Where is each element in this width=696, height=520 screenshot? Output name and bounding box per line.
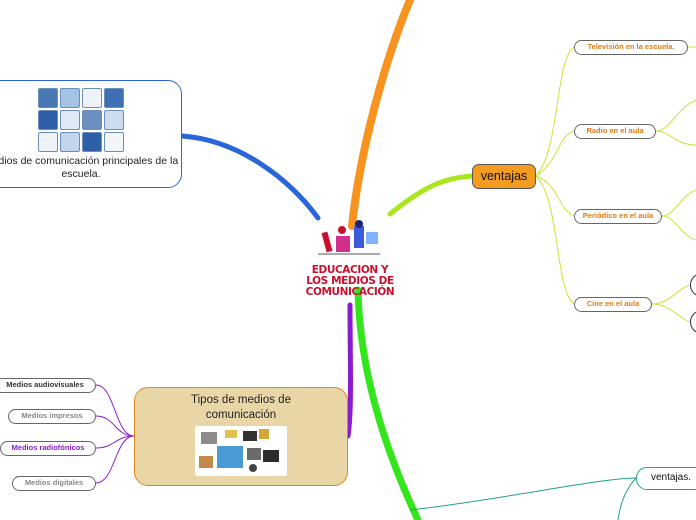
media-collage-icon: [199, 429, 279, 472]
branch-orange-top: [348, 0, 414, 230]
headphones-icon: [104, 110, 124, 130]
ventaja-item-television[interactable]: Televisión en la escuela.: [574, 40, 688, 55]
medios-principales-node[interactable]: Medios de comunicación principales de la…: [0, 80, 182, 188]
tipo-item-impresos[interactable]: Medios impresos: [8, 409, 96, 424]
ventaja-item-radio[interactable]: Radio en el aula: [574, 124, 656, 139]
branch-green: [354, 286, 422, 520]
satellite-icon: [104, 88, 124, 108]
tipo-item-radiofonicos[interactable]: Medios radiofónicos: [0, 441, 96, 456]
ventaja-item-periodico[interactable]: Periódico en el aula: [574, 209, 662, 224]
computer-icon: [82, 110, 102, 130]
education-media-illustration-icon: [318, 220, 380, 255]
newspaper-icon: [82, 88, 102, 108]
tipos-medios-label: Tipos de medios de comunicación: [191, 394, 291, 421]
printer-icon: [60, 132, 80, 152]
ventaja-item-cine[interactable]: Cine en el aula: [574, 297, 652, 312]
branch-blue: [179, 133, 321, 221]
ventajas-secondary-node[interactable]: ventajas.: [636, 467, 696, 490]
tipo-item-digitales[interactable]: Medios digitales: [12, 476, 96, 491]
telephone-icon: [38, 110, 58, 130]
central-topic[interactable]: EDUCACION Y LOS MEDIOS DE COMUNICACIÓN: [300, 218, 400, 306]
media-icons-grid: [0, 88, 181, 152]
media-collage-illustration: [195, 426, 287, 476]
branch-lime: [387, 173, 475, 217]
book-icon: [82, 132, 102, 152]
tv-icon: [38, 88, 58, 108]
ventajas-node[interactable]: ventajas: [472, 164, 536, 189]
camera-icon: [60, 110, 80, 130]
branch-purple: [345, 302, 353, 439]
mobile-icon: [38, 132, 58, 152]
radio-icon: [60, 88, 80, 108]
tipo-item-audiovisuales[interactable]: Medios audiovisuales: [0, 378, 96, 393]
tipos-medios-node[interactable]: Tipos de medios de comunicación: [134, 387, 348, 486]
central-title: EDUCACION Y LOS MEDIOS DE COMUNICACIÓN: [305, 264, 395, 298]
medios-principales-label: Medios de comunicación principales de la…: [0, 155, 179, 180]
microphone-icon: [104, 132, 124, 152]
